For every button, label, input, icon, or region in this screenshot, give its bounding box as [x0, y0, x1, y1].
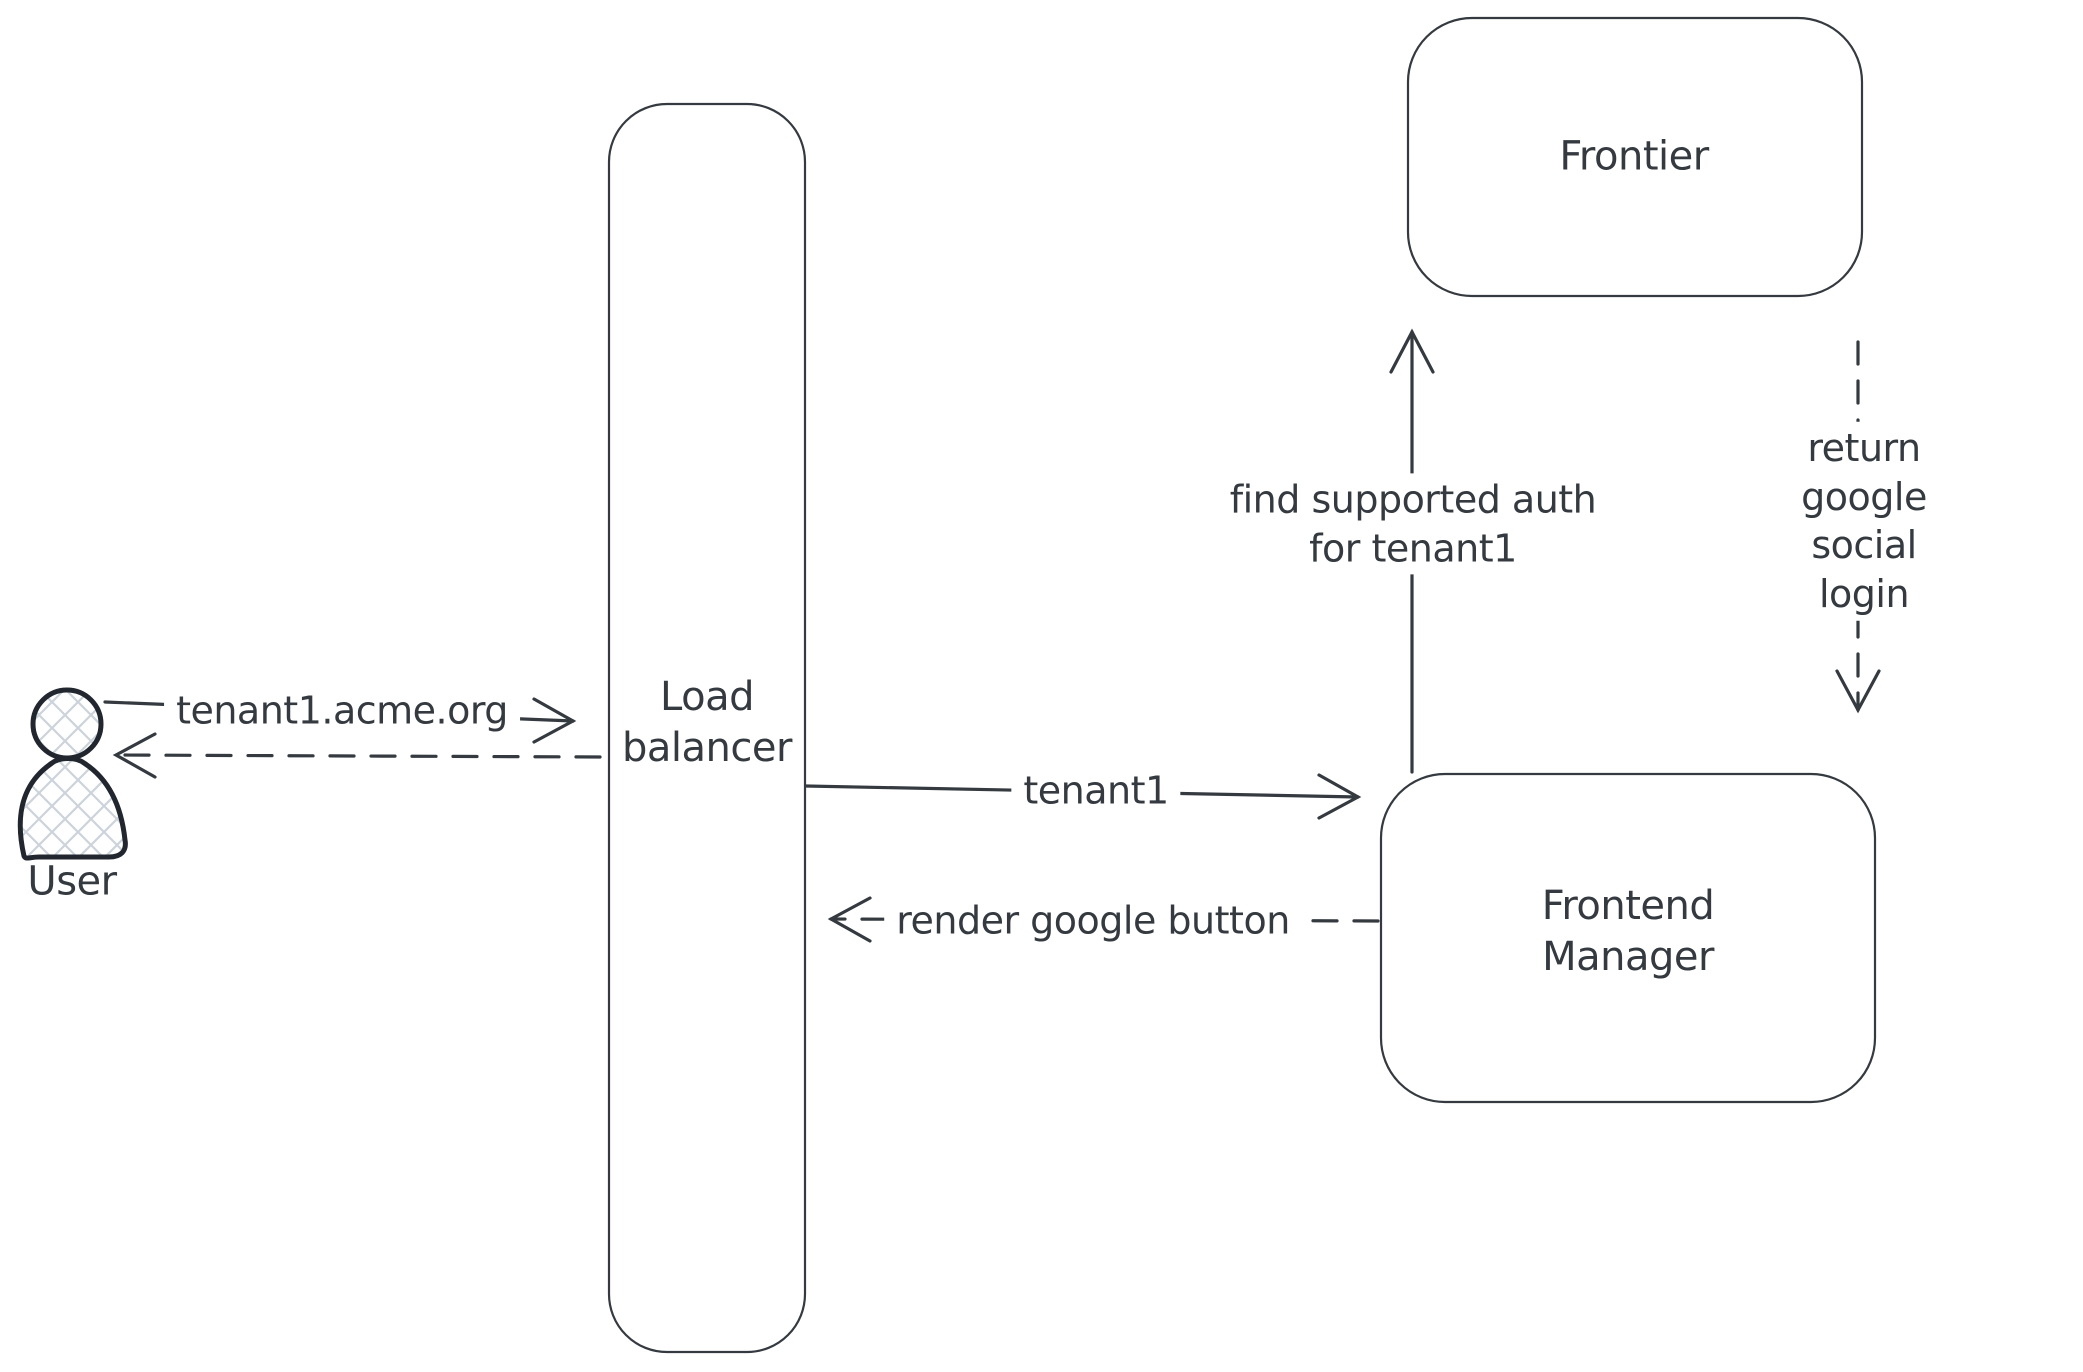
- load-balancer-box[interactable]: [607, 102, 807, 1354]
- edge-label-render-button: render google button: [884, 894, 1302, 948]
- load-balancer-label: Load balancer: [622, 673, 792, 771]
- edge-label-request: tenant1.acme.org: [164, 684, 520, 738]
- user-label: User: [27, 858, 117, 905]
- arrow-return-login[interactable]: [1835, 340, 1881, 714]
- frontier-box[interactable]: [1406, 16, 1864, 298]
- frontend-manager-label: Frontend Manager: [1541, 882, 1715, 980]
- frontend-manager-box[interactable]: [1379, 772, 1877, 1104]
- edge-label-tenant-forward: tenant1: [1011, 764, 1181, 818]
- arrow-response[interactable]: [112, 732, 602, 779]
- frontier-label: Frontier: [1559, 133, 1709, 180]
- user-icon[interactable]: [17, 687, 128, 861]
- edge-label-find-auth: find supported auth for tenant1: [1217, 473, 1609, 575]
- edge-label-return-login: return google social login: [1754, 421, 1974, 621]
